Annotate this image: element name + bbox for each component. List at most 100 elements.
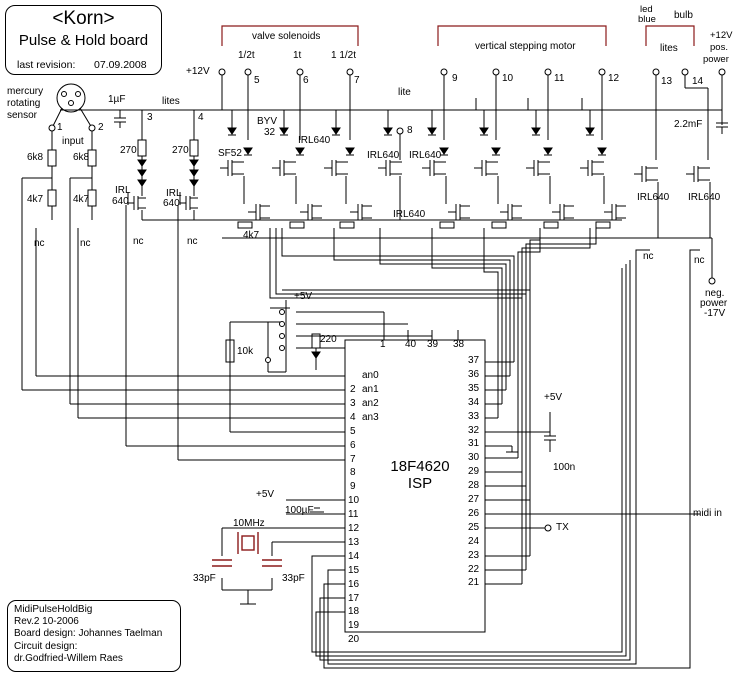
label-irl-a: IRL [115,185,131,196]
label-irl640-b: 640 [163,198,180,209]
credits-rev: Rev.2 10-2006 [14,616,79,628]
label-100n: 100n [553,462,576,473]
label-plus5v-right: +5V [544,392,563,403]
chip-pin-right-23: 23 [468,549,480,561]
header-pin-6: 6 [303,75,309,86]
title-block: <Korn> Pulse & Hold board last revision:… [5,5,162,75]
chip-pin-left-19: 19 [348,620,360,632]
revision-date: 07.09.2008 [94,59,147,71]
label-33pf-a: 33pF [193,573,216,584]
chip-pin-left-16: 16 [348,578,360,590]
label-nc-3: nc [133,236,144,247]
label-6k8-a: 6k8 [27,152,44,163]
label-10mhz: 10MHz [233,518,265,529]
chip-name: 18F4620 [390,458,450,475]
chip-sub: ISP [407,475,433,492]
label-lites: lites [162,96,180,107]
chip-pin-left-18: 18 [348,606,360,618]
header-pin-11: 11 [554,73,565,84]
chip-pin-right-37: 37 [468,355,480,366]
chip-pin-right-28: 28 [468,480,480,492]
header-pin-7: 7 [354,75,360,86]
label-100uf: 100µF [285,505,314,516]
label-irl-b: IRL [166,188,182,199]
header-pin-13: 13 [661,76,673,87]
label-nc-5: nc [643,251,654,262]
label-lite: lite [398,87,411,98]
chip-pin-top-1: 1 [380,339,386,350]
label-nc-6: nc [694,255,705,266]
credits-circuit-author: dr.Godfried-Willem Raes [14,652,123,664]
chip-pin-right-33: 33 [468,410,480,422]
chip-pin-left-2: 2 [350,384,356,395]
group-valve-solenoids: valve solenoids [252,31,321,42]
label-plus12v: +12V [186,66,210,77]
chip-pin-left-9: 9 [350,481,356,493]
chip-pin-right-32: 32 [468,424,480,436]
chip-pin-left-10: 10 [348,495,360,507]
label-nc-2: nc [80,238,91,249]
label-half-t: 1/2t [238,50,255,61]
label-byv: BYV [257,116,278,127]
label-plus5v-top: +5V [294,291,313,302]
label-plus5v-chip: +5V [256,489,275,500]
chip-pin-left-11: 11 [348,509,359,521]
label-irl640-4: IRL640 [393,209,426,220]
chip-pin-right-26: 26 [468,507,480,519]
label-pos-power-2: pos. [710,42,728,53]
label-mercury: mercury [7,86,44,97]
chip-pin-left-4: 4 [350,411,356,423]
chip-pin-right-25: 25 [468,521,480,533]
chip-pin-right-24: 24 [468,535,480,547]
chip-pin-left-12: 12 [348,523,360,534]
chip-pin-right-34: 34 [468,396,480,408]
board-subtitle: Pulse & Hold board [18,32,149,49]
chip-pin-right-29: 29 [468,466,480,478]
label-pin-3: 3 [147,112,153,123]
label-irl640-3: IRL640 [409,150,442,161]
label-pos-power-1: +12V [710,30,733,41]
header-pin-9: 9 [452,73,458,84]
label-pin-4: 4 [198,112,204,123]
chip-pin-left-15: 15 [348,564,360,576]
chip-pin-top-38: 38 [453,339,465,350]
header-pin-12: 12 [608,73,620,84]
label-input: input [62,136,84,147]
label-4k7-a: 4k7 [27,194,44,205]
chip-pin-left-8: 8 [350,467,356,479]
header-pin-14: 14 [692,76,704,87]
label-220: 220 [320,334,337,345]
label-270-b: 270 [172,145,189,156]
chip-pin-left-17: 17 [348,592,360,604]
chip-pin-left-5: 5 [350,425,356,437]
label-neg-17v: -17V [704,308,726,319]
chip-pin-top-39: 39 [427,339,439,350]
label-neg: neg. [705,288,725,299]
header-pin-10: 10 [502,73,514,84]
label-1uf: 1µF [108,94,126,105]
chip-pin-left-20: 20 [348,634,360,646]
chip-pin-left-14: 14 [348,550,360,562]
board-title: <Korn> [52,8,115,29]
chip-pin-left-13: 13 [348,536,360,548]
credits-circuit-label: Circuit design: [14,640,78,652]
label-rotating: rotating [7,98,41,109]
chip-pin-right-35: 35 [468,382,480,394]
label-nc-1: nc [34,238,45,249]
chip-pin-left-3: 3 [350,397,356,409]
credits-board-name: MidiPulseHoldBig [14,604,93,615]
label-nc-4: nc [187,236,198,247]
label-neg-power: power [700,298,728,309]
chip-pin-left-7: 7 [350,453,356,465]
revision-label: last revision: [17,59,76,71]
label-irl640-5: IRL640 [637,192,670,203]
chip-pin-right-27: 27 [468,494,480,505]
group-vertical-stepping-motor: vertical stepping motor [475,41,576,52]
label-33pf-b: 33pF [282,573,305,584]
label-irl640-1: IRL640 [298,135,331,146]
label-blue: blue [638,14,656,25]
label-270-a: 270 [120,145,137,156]
chip-pin-top-40: 40 [405,339,417,350]
